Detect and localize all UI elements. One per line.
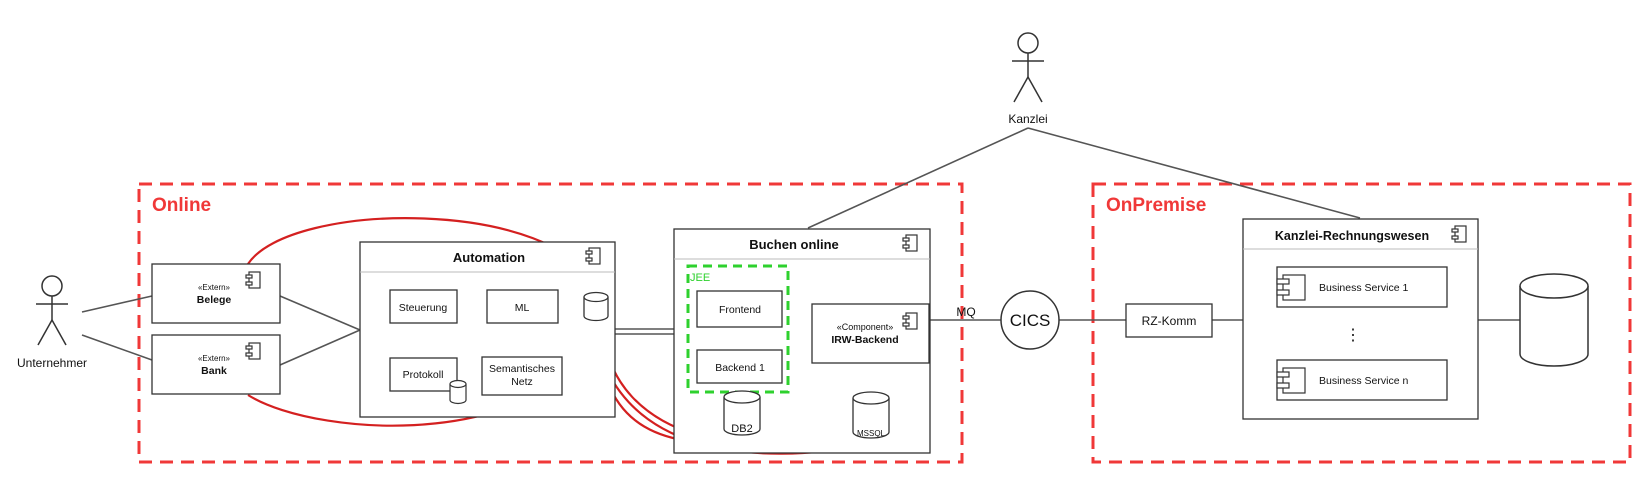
ml-box[interactable]: ML [486,289,559,324]
semantisches-netz-label-1: Semantisches [489,363,555,375]
mssql-label: MSSQL [857,429,886,438]
irw-backend-stereotype: «Component» [837,322,894,332]
semantisches-netz-label-2: Netz [511,376,533,388]
online-region-label: Online [152,195,211,216]
frontend-box[interactable]: Frontend [696,290,783,328]
cics-node[interactable]: CICS [1000,290,1060,350]
bank-name: Bank [201,365,227,377]
belege-stereotype: «Extern» [198,283,231,292]
belege-name: Belege [197,294,232,306]
mq-label: MQ [956,305,975,319]
bank-stereotype: «Extern» [198,354,231,363]
protokoll-database-icon [449,379,467,405]
actor-kanzlei[interactable]: Kanzlei [1008,32,1048,126]
onpremise-database[interactable] [1519,273,1589,367]
steuerung-box[interactable]: Steuerung [389,289,458,324]
irw-backend-name: IRW-Backend [831,334,898,346]
actor-unternehmer[interactable]: Unternehmer [17,275,87,370]
kanzlei-label: Kanzlei [1008,112,1047,126]
kanzlei-rechnungswesen-title: Kanzlei-Rechnungswesen [1275,229,1429,243]
onpremise-region-label: OnPremise [1106,195,1206,216]
jee-label: JEE [690,272,710,284]
business-service-n[interactable]: Business Service n [1276,359,1448,401]
belege-component[interactable]: «Extern» Belege [151,263,281,324]
frontend-label: Frontend [719,304,761,316]
semantisches-netz-box[interactable]: Semantisches Netz [481,356,563,396]
bank-component[interactable]: «Extern» Bank [151,334,281,395]
business-service-1[interactable]: Business Service 1 [1276,266,1448,308]
db2-label: DB2 [731,423,752,435]
kanzlei-rechnungswesen-component[interactable]: Kanzlei-Rechnungswesen Business Service … [1242,218,1479,420]
backend1-label: Backend 1 [715,362,765,374]
buchen-online-title: Buchen online [749,237,839,252]
onpremise-region [1091,182,1632,464]
backend1-box[interactable]: Backend 1 [696,349,783,384]
automation-database-icon [583,291,609,322]
business-service-1-label: Business Service 1 [1319,282,1408,294]
db2-database[interactable]: DB2 [723,390,761,436]
online-region [137,182,964,464]
unternehmer-label: Unternehmer [17,356,87,370]
protokoll-box[interactable]: Protokoll [389,357,458,392]
actor-icon [1012,32,1044,103]
rz-komm-box[interactable]: RZ-Komm [1125,303,1213,338]
buchen-online-component[interactable]: Buchen online JEE Frontend Backend 1 «Co… [673,228,931,454]
automation-title: Automation [453,250,525,265]
business-service-n-label: Business Service n [1319,375,1408,387]
protokoll-label: Protokoll [403,369,444,381]
rz-komm-label: RZ-Komm [1142,314,1197,328]
actor-icon [36,275,68,346]
automation-component[interactable]: Automation Steuerung ML Protokoll Semant… [359,241,616,418]
ml-label: ML [515,302,530,314]
cics-label: CICS [1010,311,1051,330]
steuerung-label: Steuerung [399,302,448,314]
ellipsis: ⋮ [1345,327,1361,344]
component-icon [1276,274,1306,301]
component-icon [1276,367,1306,394]
mssql-database[interactable]: MSSQL [852,391,890,439]
irw-backend-box[interactable]: «Component» IRW-Backend [811,303,930,364]
